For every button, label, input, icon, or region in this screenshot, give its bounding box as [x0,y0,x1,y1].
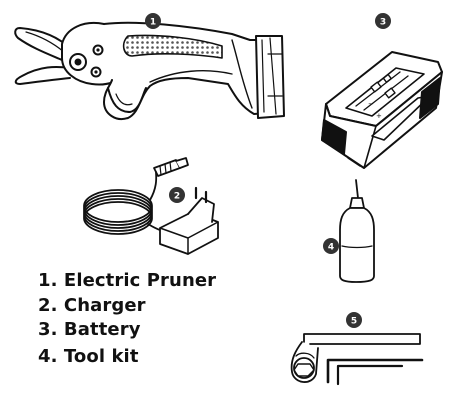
oil-bottle-body [339,207,375,283]
svg-text:1: 1 [150,18,156,28]
hex-key-medium [326,358,424,384]
pruner-lower-blade [14,66,71,85]
charger-illustration [83,157,219,255]
hex-key-socket [293,357,315,379]
pruner-grip [122,34,223,59]
battery-side-panel [321,119,347,155]
svg-text:3: 3 [380,18,386,28]
badge-pruner: 1 [145,13,161,29]
badge-battery: 3 [375,13,391,29]
badge-oil-bottle: 4 [323,238,339,254]
svg-text:−: − [368,100,374,108]
svg-text:5: 5 [351,317,357,327]
svg-text:+: + [376,112,382,120]
legend-item-tool-kit: 4. Tool kit [38,346,139,367]
oil-bottle-nozzle [355,179,359,199]
pruner-illustration [14,21,285,120]
legend-item-electric-pruner: 1. Electric Pruner [38,270,217,291]
svg-text:4: 4 [328,243,334,253]
battery-body [321,71,443,169]
svg-text:2: 2 [174,192,180,202]
pruner-trigger [107,87,147,113]
badge-hex-key: 5 [346,312,362,328]
legend-item-charger: 2. Charger [38,295,146,316]
hex-key-large [303,333,421,345]
oil-bottle-illustration [339,179,375,283]
pruner-upper-blade [14,27,73,61]
hex-key-small [336,364,404,386]
badge-charger: 2 [169,187,185,203]
charger-wall-plug [187,197,215,223]
legend-item-battery: 3. Battery [38,319,141,340]
pruner-battery-cap [255,35,285,119]
charger-barrel-plug [153,159,181,177]
battery-illustration: − + [321,51,443,169]
hex-key-illustration [290,333,424,386]
charger-cable-coil [83,189,153,235]
